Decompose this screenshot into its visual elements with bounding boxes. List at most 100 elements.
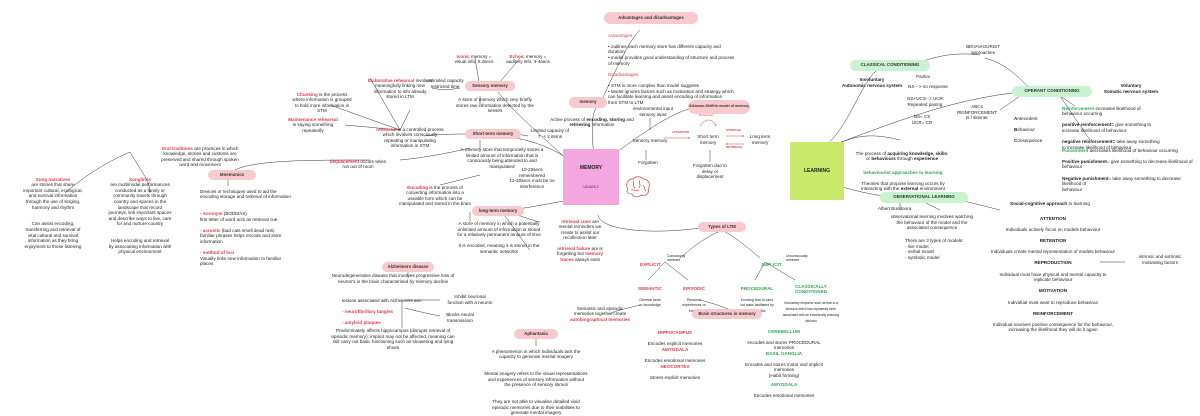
negative-reinforcement-desc: take away something to increase likeliho… xyxy=(1062,139,1160,150)
brain-structures-title: Brain structures in memory xyxy=(698,310,756,316)
procedural-node: PROCEDURAL Knowing how to carry out task… xyxy=(732,280,782,314)
nscs-node: NS= CS UCR= CR xyxy=(911,114,933,125)
pavlov-node: Pavlov xyxy=(916,74,930,79)
abc-a-rest: ntecedent xyxy=(1017,115,1038,121)
ltm-encoded: It is encoded, meaning it is stored in t… xyxy=(458,243,540,254)
abc-c-rest: onsequence xyxy=(1017,137,1043,143)
storage-arrow-label: STORAGE xyxy=(726,128,741,132)
reinforcement-step-desc: Individual receives positive consequence… xyxy=(992,321,1114,333)
involuntary-node: Involuntary Autonomic nervous system xyxy=(841,77,903,88)
explicit-label: EXPLICIT xyxy=(640,261,661,267)
plaques-label: - amyloid plaques xyxy=(342,319,381,325)
ltm-desc: A store of memory in which a potentially… xyxy=(457,221,541,238)
stm-capacity: Limited capacity of 7 -+ 2 items xyxy=(530,128,570,139)
learning-def-text3: through xyxy=(895,156,914,162)
acrostic-desc: (bad cats smell dead rats) familiar phra… xyxy=(200,227,282,244)
basal-ganglia-desc: Encodes and stores motor and implicit me… xyxy=(745,361,823,378)
procedural-label: PROCEDURAL xyxy=(740,285,774,291)
sung-narratives-note: Can assist encoding, transferring and re… xyxy=(24,221,82,249)
displacement: displacement occurs when run out of room xyxy=(323,153,393,170)
acrostic-label: - acrostic xyxy=(200,227,221,233)
rehearsal-desc: is a controlled process which involves c… xyxy=(382,126,444,149)
alzheimers-affects: Predominately affects hippocampus (disru… xyxy=(331,328,455,350)
cerebellum-desc: encodes and stores PROCEDURAL memories xyxy=(747,339,821,351)
mnemonics-desc: Devices or techniques used to aid the en… xyxy=(200,188,291,200)
encoding-desc: is the process of converting information… xyxy=(398,184,472,207)
voluntary-node: Voluntary Somatic nervous system xyxy=(1103,83,1159,94)
learning-def-text: The process of xyxy=(855,150,888,156)
reinforcement-desc: increases likelihood of behaviour occurr… xyxy=(1062,105,1141,117)
abc-breakdown: Antecedent Behaviour Consequence xyxy=(1014,110,1054,144)
operant-conditioning-pill: OPERANT CONDITIONING xyxy=(1012,86,1092,97)
autobiographical-text: Semantic and episodic memories together … xyxy=(573,305,627,317)
memory-def-text2: and xyxy=(624,116,634,122)
episodic-label: EPISODIC xyxy=(683,285,705,291)
loci-label: - method of loci xyxy=(200,250,235,256)
atkinson-model-title: Atkinson-Shiffrin model of memory xyxy=(688,104,750,109)
classical-conditioning-pill: CLASSICAL CONDITIONING xyxy=(850,60,930,71)
learning-def-text2: , or xyxy=(865,150,949,162)
memory-traces-label: memory traces xyxy=(560,251,603,262)
positive-punishment-label: Positive punishment xyxy=(1062,158,1107,164)
advantages-label: Advantages xyxy=(608,32,633,38)
mnemonics-pill: Mnemonics xyxy=(208,170,256,180)
sensory-desc: A store of memory which very briefly sto… xyxy=(456,97,534,114)
classical-conditioning-title: CLASSICAL CONDITIONING xyxy=(860,62,920,68)
retrieval-cues-desc: are mental reminders we create to assist… xyxy=(558,218,602,241)
iconic-memory: Iconic memory = visual info, 0.3secs xyxy=(444,48,504,65)
disadvantages-items: • STM is more complex than model suggest… xyxy=(608,82,734,105)
chunking: Chunking is the process where informatio… xyxy=(282,86,362,114)
brain-structures-pill: Brain structures in memory xyxy=(692,309,762,319)
learning-center-label: LEARNING xyxy=(803,168,831,174)
displacement-desc: occurs when run out of room xyxy=(342,158,387,170)
retrieval-failure: retrieval failure are is forgetting but … xyxy=(547,240,613,262)
behaviourist-approaches-node: behaviourist approaches to learning Theo… xyxy=(850,164,956,192)
echoic-memory: Echoic memory = auditory info, 3-4secs xyxy=(498,48,558,65)
neocortex-label: NEOCORTEX xyxy=(660,363,690,369)
observational-learning-pill: OBSERVATIONAL LEARNING xyxy=(880,192,968,203)
aphantasia-desc3: They are not able to visualise detailed … xyxy=(492,398,580,416)
retrieval-arrow-label: RETRIEVAL xyxy=(726,145,743,149)
social-cognitive-label: Social-cognitive approach xyxy=(1010,200,1068,206)
songlines-note: Helps encoding and retrieval by associat… xyxy=(108,238,172,255)
advantages-items: • outlines each memory store has differe… xyxy=(608,43,735,66)
retrieval-failure-desc: are is forgetting but xyxy=(557,245,603,257)
attention-step-desc: Individuals actively focus on models beh… xyxy=(1005,226,1101,232)
songlines: Songlines are multimodal performances co… xyxy=(95,171,185,255)
retrieval-cues-label: retrieval cues xyxy=(561,218,591,224)
stm-title: Short-term memory xyxy=(472,130,514,136)
punishment-desc: decreases likelihood of behaviour occurr… xyxy=(1088,147,1178,153)
reproduction-step-desc: Individual must have physical and mental… xyxy=(999,271,1107,283)
chunking-desc: is the process where information is grou… xyxy=(292,91,352,114)
abc-a: A xyxy=(1014,115,1018,121)
forgotten-node: Forgotten xyxy=(638,160,658,165)
mnemonics-block: Devices or techniques used to aid the en… xyxy=(200,183,320,267)
rehearsal-label: rehearsal xyxy=(376,126,397,132)
intrinsic-extrinsic-node: intrinsic and extrinsic motivating facto… xyxy=(1138,254,1182,265)
alzheimers-pill: Alzheimers disease xyxy=(382,262,434,272)
abcs-node: ABCs REINFORCEMENT B.f skinner xyxy=(956,104,998,121)
observational-steps: ATTENTION Individuals actively focus on … xyxy=(982,210,1124,333)
chunking-label: Chunking xyxy=(296,91,318,97)
autobiographical-label: autobiographical memories xyxy=(570,316,630,322)
aphantasia-title: Aphantasia xyxy=(524,330,548,336)
classically-conditioned-desc: Involuntary response such as fear to a s… xyxy=(782,301,840,324)
implicit-label: IMPLICIT xyxy=(762,261,782,267)
classically-conditioned-node: CLASSICALLY CONDITIONED Involuntary resp… xyxy=(778,278,844,324)
memory-pill: memory xyxy=(569,97,607,108)
sung-narratives-label: Sung narratives xyxy=(35,176,71,182)
types-ltm-title: Types of LTM xyxy=(708,223,736,229)
learning-def-bold: acquiring knowledge, skills xyxy=(887,150,948,156)
memory-center-label: MEMORY xyxy=(579,165,603,171)
amygdala-implicit-desc: Encodes emotional memories xyxy=(753,392,815,398)
acronym-desc: (BODMAS) first letter of word acts as re… xyxy=(200,210,278,222)
semantic-node: SEMANTIC General facts or knowledge xyxy=(630,280,670,308)
attention-arrow-label: ATTENTION xyxy=(672,130,689,134)
songlines-desc: are multimodal performances conducted as… xyxy=(108,182,172,227)
semantic-desc: General facts or knowledge xyxy=(639,297,661,308)
echoic-label: Echoic xyxy=(509,53,525,59)
oral-traditions: Oral traditions are practices in which k… xyxy=(135,140,265,168)
memory-title: memory xyxy=(579,99,597,105)
adv-disadv-title: Advantages and disadvantages xyxy=(618,14,684,20)
